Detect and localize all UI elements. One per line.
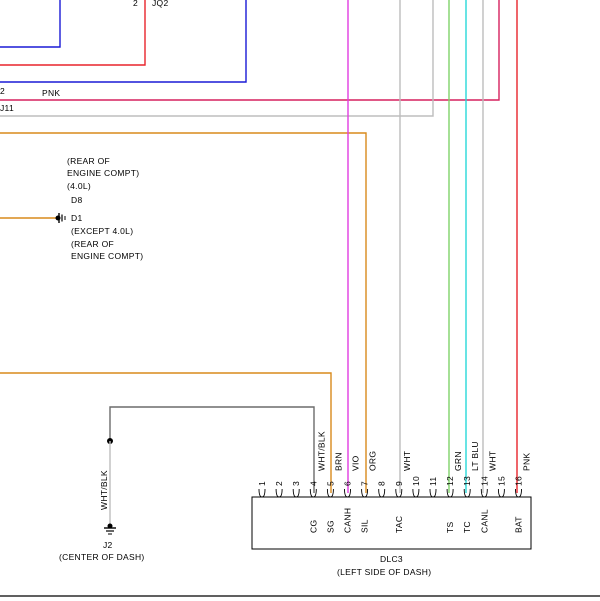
- ground-j2-location: (CENTER OF DASH): [59, 552, 145, 562]
- wire-wht-blk-cg: [109, 406, 315, 493]
- pin-terminal-icon: [326, 488, 334, 498]
- wire-blue-inner: [0, 0, 61, 48]
- dlc3-name: DLC3: [380, 554, 403, 564]
- jq2-label: JQ2: [152, 0, 169, 8]
- j11-label: J11: [0, 103, 14, 113]
- dlc3-pin-12: 12 GRN TS: [445, 451, 463, 533]
- dlc3-pin-8: 8: [377, 481, 387, 498]
- ground-d1-text-line2: ENGINE COMPT): [67, 168, 139, 178]
- pin-terminal-icon: [497, 488, 505, 498]
- pin-number: 3: [291, 481, 301, 486]
- ground-j2-wire-label: WHT/BLK: [99, 470, 109, 510]
- dlc3-location: (LEFT SIDE OF DASH): [337, 567, 431, 577]
- dlc3-pin-1: 1: [257, 481, 267, 498]
- pin-number: 15: [496, 476, 506, 486]
- wire-brown-sg: [0, 372, 332, 493]
- pin-wire-color-label: ORG: [368, 451, 378, 471]
- pin-number: 16: [514, 476, 524, 486]
- pin-signal-label: TAC: [394, 516, 404, 533]
- pin-signal-label: SIL: [360, 519, 370, 533]
- pin-signal-label: BAT: [514, 516, 524, 533]
- pin-wire-color-label: WHT/BLK: [316, 431, 326, 471]
- wire-orange-sil: [0, 132, 367, 493]
- pin-number: 10: [411, 476, 421, 486]
- pin-signal-label: CG: [308, 520, 318, 533]
- pin-number: 11: [428, 477, 438, 486]
- pin-terminal-icon: [361, 488, 369, 498]
- pin-terminal-icon: [258, 488, 266, 498]
- pin-wire-color-label: PNK: [522, 453, 532, 471]
- ground-d1-text-line5: (REAR OF: [71, 239, 114, 249]
- pin-number: 2: [274, 481, 284, 486]
- pin-terminal-icon: [344, 488, 351, 498]
- jq2-pin-number: 2: [133, 0, 138, 8]
- pin-wire-color-label: WHT: [402, 451, 412, 471]
- pin-number: 8: [377, 481, 387, 486]
- dlc3-pin-16: 16 PNK BAT: [514, 453, 532, 533]
- wire-red-jq2: [0, 0, 146, 66]
- pin-number: 7: [360, 481, 370, 486]
- dlc3-pin-2: 2: [274, 481, 284, 498]
- pin-number: 9: [394, 481, 404, 486]
- pin-wire-color-label: WHT: [487, 451, 497, 471]
- ground-d1-label: D1: [71, 213, 82, 223]
- pin-signal-label: CANL: [479, 509, 489, 533]
- wire-pink-top: [0, 0, 500, 101]
- pin-number: 1: [257, 481, 267, 486]
- ground-d1-text-line3: (4.0L): [67, 181, 91, 191]
- dlc3-pin-9: 9 WHT TAC: [394, 451, 412, 533]
- pin-number: 4: [308, 481, 318, 486]
- wire-blue-outer: [0, 0, 247, 83]
- ground-d8-label: D8: [71, 195, 82, 205]
- pin-number: 5: [325, 481, 335, 486]
- pin-signal-label: TS: [445, 522, 455, 533]
- dlc3-pin-11: 11: [428, 477, 438, 498]
- pin-terminal-icon: [463, 488, 471, 498]
- dlc3-pin-5: 5 BRN SG: [325, 452, 343, 533]
- dlc3-pin-15: 15: [496, 476, 506, 498]
- pin-number: 13: [462, 476, 472, 486]
- pin-terminal-icon: [378, 488, 386, 498]
- dlc3-pin-13: 13 LT BLU TC: [462, 441, 480, 533]
- ground-d1-text-line6: ENGINE COMPT): [71, 251, 143, 261]
- wire-gray-j11: [0, 0, 434, 117]
- pin-number: 12: [445, 476, 455, 486]
- dlc3-pin-14: 14 WHT CANL: [479, 451, 497, 533]
- pin-terminal-icon: [515, 488, 522, 498]
- dlc3-pin-10: 10: [411, 476, 421, 498]
- pnk-label: PNK: [42, 88, 60, 98]
- pin-signal-label: CANH: [343, 508, 353, 533]
- dlc3-pin-3: 3: [291, 481, 301, 498]
- pin-terminal-icon: [309, 488, 317, 498]
- ground-j2-icon: [104, 523, 116, 535]
- pin-signal-label: TC: [462, 521, 472, 533]
- dlc3-pin-6: 6 VIO CANH: [343, 455, 361, 533]
- pin-terminal-icon: [292, 488, 300, 498]
- pin-number: 6: [343, 481, 353, 486]
- pin-terminal-icon: [395, 488, 403, 498]
- ground-j2-id: J2: [103, 540, 113, 550]
- dlc3-pin-4: 4 WHT/BLK CG: [308, 431, 326, 533]
- pin-terminal-icon: [275, 488, 283, 498]
- ground-d1-text-line4: (EXCEPT 4.0L): [71, 226, 133, 236]
- pin-number: 14: [479, 476, 489, 486]
- pnk-pin-number: 2: [0, 86, 5, 96]
- ground-d1-icon: [55, 213, 66, 223]
- pin-terminal-icon: [412, 488, 420, 498]
- pin-wire-color-label: VIO: [351, 455, 361, 471]
- pin-signal-label: SG: [325, 520, 335, 533]
- pin-wire-color-label: LT BLU: [470, 441, 480, 471]
- pin-terminal-icon: [480, 488, 488, 498]
- pin-terminal-icon: [429, 488, 437, 498]
- pin-wire-color-label: GRN: [453, 451, 463, 471]
- dlc3-connector-body: [251, 496, 532, 550]
- dlc3-pin-7: 7 ORG SIL: [360, 451, 378, 533]
- pin-terminal-icon: [446, 488, 454, 498]
- pin-wire-color-label: BRN: [333, 452, 343, 471]
- ground-d1-text-line1: (REAR OF: [67, 156, 110, 166]
